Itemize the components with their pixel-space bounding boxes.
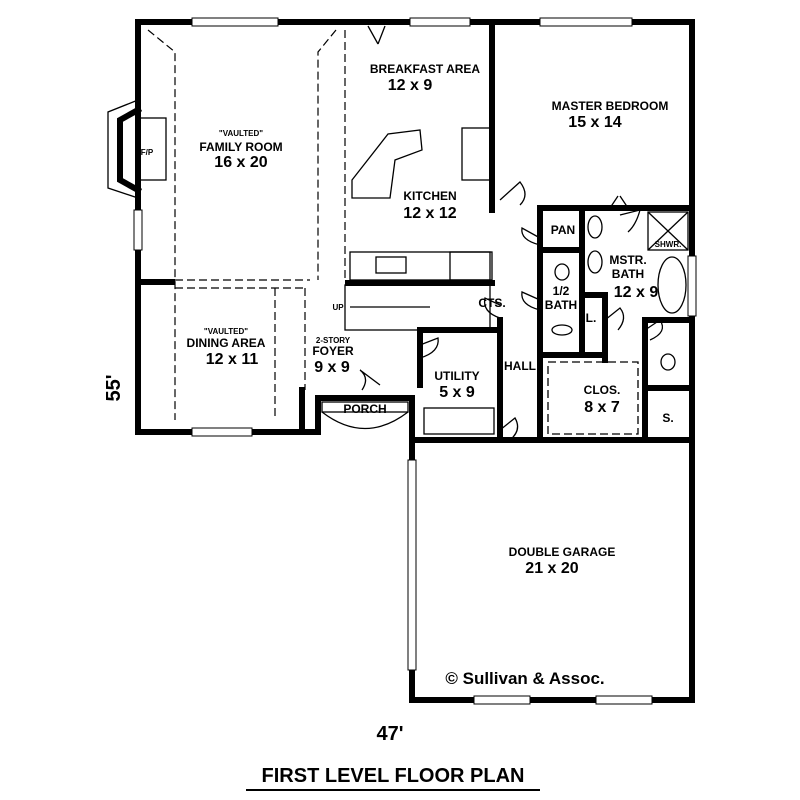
fireplace bbox=[107, 99, 167, 199]
width-dimension: 47' bbox=[376, 723, 403, 745]
kitchen-name: KITCHEN bbox=[403, 189, 456, 203]
stairs bbox=[344, 284, 491, 331]
closets-label: CTS. bbox=[478, 296, 505, 310]
half-bath-name2: BATH bbox=[545, 298, 577, 312]
plan-title: FIRST LEVEL FLOOR PLAN bbox=[262, 765, 525, 787]
pantry-label: PAN bbox=[551, 223, 575, 237]
dashed-lines bbox=[147, 29, 346, 420]
utility-size: 5 x 9 bbox=[439, 384, 475, 401]
foyer-name: FOYER bbox=[312, 344, 354, 358]
utility-name: UTILITY bbox=[434, 369, 479, 383]
garage-name: DOUBLE GARAGE bbox=[509, 545, 616, 559]
kitchen-fixtures bbox=[349, 127, 493, 281]
kitchen-size: 12 x 12 bbox=[403, 205, 456, 222]
porch bbox=[321, 401, 409, 430]
linen-label: L. bbox=[586, 311, 597, 325]
room-labels: "VAULTED" FAMILY ROOM 16 x 20 F/P BREAKF… bbox=[141, 62, 682, 577]
mstr-bath-size: 12 x 9 bbox=[614, 284, 659, 301]
windows bbox=[133, 17, 697, 705]
family-room-size: 16 x 20 bbox=[214, 154, 267, 171]
foyer-note: 2-STORY bbox=[316, 336, 351, 345]
breakfast-name: BREAKFAST AREA bbox=[370, 62, 481, 76]
porch-label: PORCH bbox=[343, 402, 386, 416]
family-room-name: FAMILY ROOM bbox=[199, 140, 282, 154]
storage-label: S. bbox=[662, 411, 673, 425]
closet-size: 8 x 7 bbox=[584, 399, 620, 416]
mstr-bath-name2: BATH bbox=[612, 267, 644, 281]
hall-label: HALL bbox=[504, 359, 536, 373]
foyer-size: 9 x 9 bbox=[314, 359, 350, 376]
closet-name: CLOS. bbox=[584, 383, 621, 397]
garage-size: 21 x 20 bbox=[525, 560, 578, 577]
depth-dimension: 55' bbox=[103, 374, 125, 401]
fireplace-label: F/P bbox=[141, 148, 154, 157]
doors bbox=[359, 25, 664, 441]
dining-note: "VAULTED" bbox=[204, 327, 248, 336]
copyright-text: © Sullivan & Assoc. bbox=[445, 669, 604, 688]
bath-fixtures bbox=[423, 211, 689, 435]
breakfast-size: 12 x 9 bbox=[388, 77, 433, 94]
mstr-bath-name1: MSTR. bbox=[609, 253, 646, 267]
shower-label: SHWR. bbox=[655, 240, 682, 249]
dining-size: 12 x 11 bbox=[206, 351, 259, 368]
master-name: MASTER BEDROOM bbox=[552, 99, 669, 113]
master-size: 15 x 14 bbox=[568, 114, 621, 131]
half-bath-name1: 1/2 bbox=[553, 284, 570, 298]
family-room-note: "VAULTED" bbox=[219, 129, 263, 138]
dining-name: DINING AREA bbox=[187, 336, 266, 350]
stairs-up-label: UP bbox=[332, 303, 344, 312]
